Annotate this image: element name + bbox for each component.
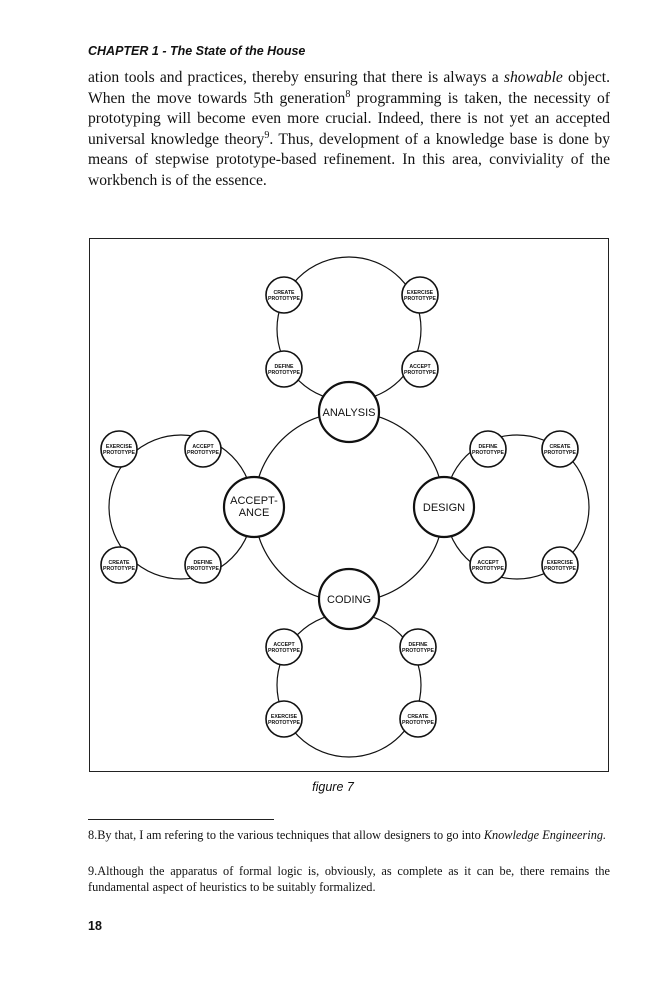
svg-text:PROTOTYPE: PROTOTYPE bbox=[187, 566, 219, 572]
svg-text:DESIGN: DESIGN bbox=[423, 502, 465, 514]
svg-text:PROTOTYPE: PROTOTYPE bbox=[404, 370, 436, 376]
svg-text:CREATE: CREATE bbox=[550, 444, 571, 450]
figure-frame: CREATE PROTOTYPE EXERCISE PROTOTYPE DEFI… bbox=[89, 238, 609, 772]
svg-text:EXERCISE: EXERCISE bbox=[547, 560, 574, 566]
analysis-step-define: DEFINE PROTOTYPE bbox=[265, 350, 303, 388]
svg-text:PROTOTYPE: PROTOTYPE bbox=[268, 370, 300, 376]
footnote-8-number: 8. bbox=[88, 828, 98, 842]
svg-text:PROTOTYPE: PROTOTYPE bbox=[402, 720, 434, 726]
svg-text:DEFINE: DEFINE bbox=[408, 642, 428, 648]
coding-step-define: DEFINE PROTOTYPE bbox=[399, 628, 437, 666]
svg-text:PROTOTYPE: PROTOTYPE bbox=[103, 566, 135, 572]
design-step-create: CREATE PROTOTYPE bbox=[541, 430, 579, 468]
body-emphasis: showable bbox=[503, 69, 563, 86]
footnote-9-text: Although the apparatus of formal logic i… bbox=[88, 864, 610, 895]
phase-analysis: ANALYSIS bbox=[317, 380, 381, 444]
design-step-define: DEFINE PROTOTYPE bbox=[469, 430, 507, 468]
svg-text:PROTOTYPE: PROTOTYPE bbox=[187, 450, 219, 456]
svg-text:PROTOTYPE: PROTOTYPE bbox=[472, 566, 504, 572]
svg-text:PROTOTYPE: PROTOTYPE bbox=[402, 648, 434, 654]
body-text-a: ation tools and practices, thereby ensur… bbox=[88, 69, 504, 86]
svg-text:ACCEPT-: ACCEPT- bbox=[230, 495, 278, 507]
svg-text:PROTOTYPE: PROTOTYPE bbox=[472, 450, 504, 456]
svg-text:ACCEPT: ACCEPT bbox=[273, 642, 295, 648]
analysis-step-accept: ACCEPT PROTOTYPE bbox=[401, 350, 439, 388]
svg-text:PROTOTYPE: PROTOTYPE bbox=[268, 296, 300, 302]
coding-cycle-ring bbox=[276, 612, 422, 758]
body-text-d: . Thus, development of a knowledge base … bbox=[88, 130, 610, 189]
svg-text:PROTOTYPE: PROTOTYPE bbox=[404, 296, 436, 302]
acceptance-step-create: CREATE PROTOTYPE bbox=[100, 546, 138, 584]
analysis-step-exercise: EXERCISE PROTOTYPE bbox=[401, 276, 439, 314]
svg-text:DEFINE: DEFINE bbox=[274, 364, 294, 370]
svg-text:CREATE: CREATE bbox=[109, 560, 130, 566]
svg-text:PROTOTYPE: PROTOTYPE bbox=[544, 566, 576, 572]
running-head: CHAPTER 1 - The State of the House bbox=[88, 44, 306, 58]
acceptance-step-define: DEFINE PROTOTYPE bbox=[184, 546, 222, 584]
coding-step-accept: ACCEPT PROTOTYPE bbox=[265, 628, 303, 666]
svg-text:EXERCISE: EXERCISE bbox=[106, 444, 133, 450]
design-step-accept: ACCEPT PROTOTYPE bbox=[469, 546, 507, 584]
coding-step-exercise: EXERCISE PROTOTYPE bbox=[265, 700, 303, 738]
phase-coding: CODING bbox=[317, 567, 381, 631]
footnote-8: 8.By that, I am refering to the various … bbox=[88, 827, 610, 843]
phase-design: DESIGN bbox=[412, 475, 476, 539]
svg-text:DEFINE: DEFINE bbox=[193, 560, 213, 566]
svg-text:ACCEPT: ACCEPT bbox=[409, 364, 431, 370]
footnote-ref-9[interactable]: 9 bbox=[264, 129, 270, 141]
svg-text:ANCE: ANCE bbox=[239, 507, 270, 519]
svg-text:CODING: CODING bbox=[327, 594, 371, 606]
acceptance-step-accept: ACCEPT PROTOTYPE bbox=[184, 430, 222, 468]
body-text-b: object. When the move towards 5th genera… bbox=[88, 69, 611, 107]
body-text-c: programming is taken, the necessity of p… bbox=[88, 89, 610, 148]
svg-text:ANALYSIS: ANALYSIS bbox=[323, 407, 376, 419]
footnote-8-emphasis: Knowledge Engineering. bbox=[483, 828, 607, 842]
analysis-step-create: CREATE PROTOTYPE bbox=[265, 276, 303, 314]
page-number: 18 bbox=[88, 919, 102, 933]
svg-text:PROTOTYPE: PROTOTYPE bbox=[268, 648, 300, 654]
svg-text:ACCEPT: ACCEPT bbox=[477, 560, 499, 566]
svg-text:EXERCISE: EXERCISE bbox=[271, 714, 298, 720]
svg-text:CREATE: CREATE bbox=[408, 714, 429, 720]
svg-text:EXERCISE: EXERCISE bbox=[407, 290, 434, 296]
design-step-exercise: EXERCISE PROTOTYPE bbox=[541, 546, 579, 584]
footnote-ref-8[interactable]: 8 bbox=[345, 88, 351, 100]
svg-text:PROTOTYPE: PROTOTYPE bbox=[544, 450, 576, 456]
footnote-8-text: By that, I am refering to the various te… bbox=[97, 828, 484, 842]
body-paragraph: ation tools and practices, thereby ensur… bbox=[88, 68, 610, 192]
figure-caption: figure 7 bbox=[312, 780, 354, 794]
svg-text:CREATE: CREATE bbox=[274, 290, 295, 296]
footnote-divider bbox=[88, 819, 274, 820]
svg-text:PROTOTYPE: PROTOTYPE bbox=[268, 720, 300, 726]
svg-text:ACCEPT: ACCEPT bbox=[192, 444, 214, 450]
footnote-9-number: 9. bbox=[88, 864, 98, 878]
lifecycle-diagram: CREATE PROTOTYPE EXERCISE PROTOTYPE DEFI… bbox=[100, 256, 590, 758]
svg-text:DEFINE: DEFINE bbox=[478, 444, 498, 450]
acceptance-step-exercise: EXERCISE PROTOTYPE bbox=[100, 430, 138, 468]
phase-acceptance: ACCEPT- ANCE bbox=[222, 475, 286, 539]
footnote-9: 9.Although the apparatus of formal logic… bbox=[88, 863, 610, 896]
coding-step-create: CREATE PROTOTYPE bbox=[399, 700, 437, 738]
svg-text:PROTOTYPE: PROTOTYPE bbox=[103, 450, 135, 456]
